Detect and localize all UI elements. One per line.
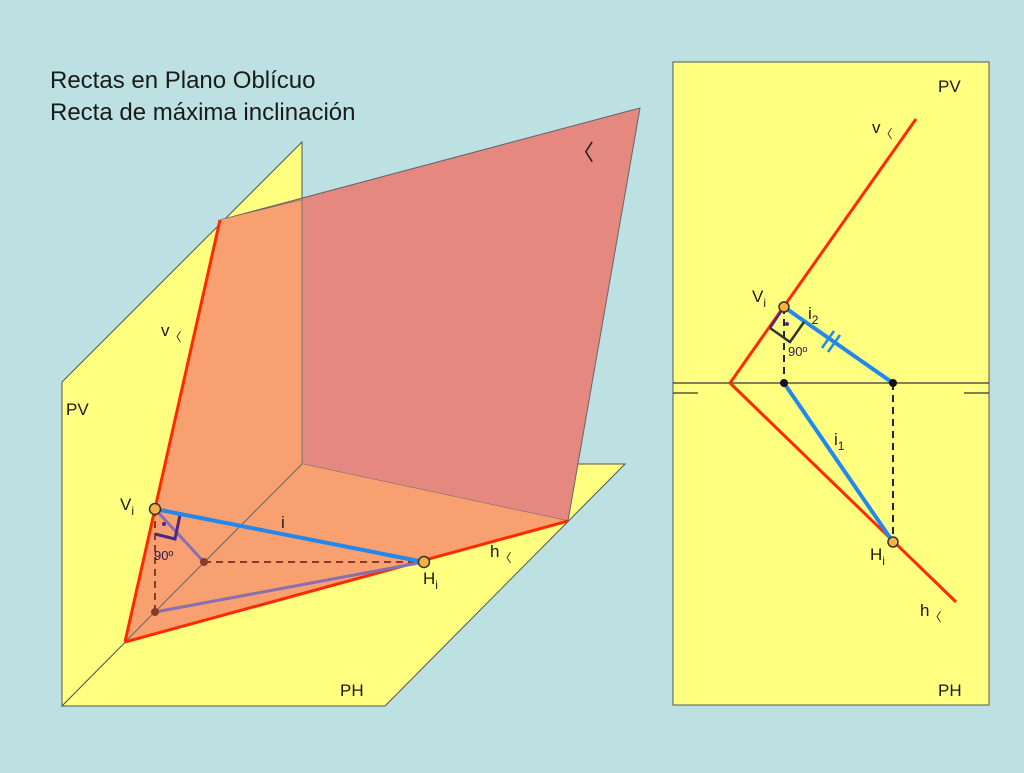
equal-mark-1 — [820, 330, 836, 349]
trace-v-label: v〈 — [872, 118, 893, 141]
trace-h-label-3d: h〈 — [490, 542, 511, 565]
pv-label-3d: PV — [66, 400, 89, 419]
trace-h — [728, 381, 958, 604]
point-hi — [887, 536, 899, 548]
trace-h-label: h〈 — [920, 601, 941, 624]
line-i-projection-3d — [154, 560, 425, 614]
right-angle-dot-3d — [162, 522, 166, 526]
angle-label: 90º — [788, 344, 807, 359]
right-angle-mark — [769, 321, 806, 344]
line-i2-label: i2 — [808, 304, 819, 327]
angle-label-3d: 90º — [154, 548, 173, 563]
point-vi — [778, 301, 790, 313]
pv-label: PV — [938, 77, 961, 96]
title-line-2: Recta de máxima inclinación — [50, 99, 355, 126]
oblique-plane-lower — [125, 200, 568, 642]
plane-symbol: 〈 — [572, 140, 594, 165]
trace-v-label-3d: v〈 — [161, 321, 182, 344]
point-vi-ground — [780, 379, 788, 387]
line-i1-label: i1 — [834, 430, 845, 453]
line-i2 — [782, 305, 895, 385]
point-dot-foot — [200, 558, 208, 566]
point-vi-label: Vi — [752, 287, 766, 310]
point-i2-ground — [889, 379, 897, 387]
line-i1 — [782, 381, 895, 544]
trace-v — [728, 118, 918, 384]
right-angle-mark-3d — [154, 514, 182, 541]
point-dot-projection — [151, 608, 159, 616]
equal-mark-2 — [826, 334, 842, 353]
title-line-1: Rectas en Plano Oblícuo — [50, 67, 316, 94]
point-hi-3d — [417, 555, 431, 569]
point-vi-label-3d: Vi — [120, 495, 134, 518]
point-hi-label: Hi — [870, 545, 885, 568]
line-i-3d — [154, 507, 425, 564]
trace-v-3d — [123, 219, 222, 643]
ph-label: PH — [938, 681, 962, 700]
point-hi-label-3d: Hi — [423, 569, 438, 592]
perpendicular-segment-3d — [153, 507, 206, 564]
ph-label-3d: PH — [340, 681, 364, 700]
point-vi-3d — [148, 502, 162, 516]
right-angle-dot — [785, 322, 789, 326]
line-i-label-3d: i — [281, 513, 285, 532]
trace-h-3d — [124, 519, 569, 644]
